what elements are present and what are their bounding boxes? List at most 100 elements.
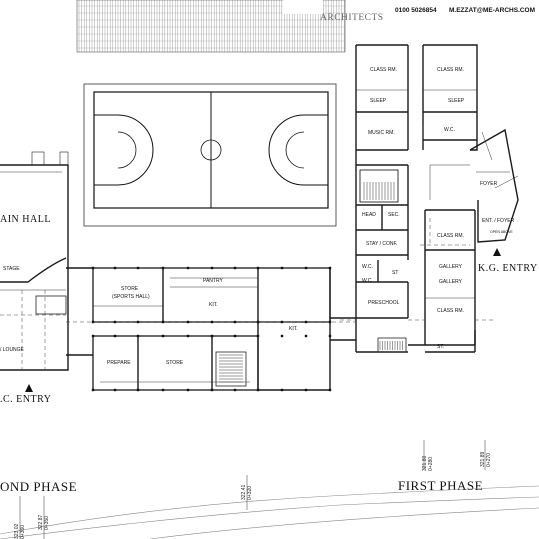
phone-number: 0100 5026854 [395,7,437,14]
store-sports-label: STORE [121,286,139,292]
store-sports-sub-label: (SPORTS HALL) [112,294,150,300]
column-dot [280,266,284,270]
main-hall-wing [0,151,69,392]
column-dot [210,388,214,392]
column-dot [210,320,214,324]
second-phase-label: OND PHASE [0,479,77,494]
entrance-foyer-label: ENT. / FOYER [482,218,515,224]
kitchen-2-label: KIT. [289,326,298,332]
station-1-chainage: 0+360 [20,525,26,539]
station-4-elevation: 321.80 [422,455,428,471]
column-dot [136,266,140,270]
column-dot [113,334,117,338]
column-dot [280,320,284,324]
stay-conf-label: STAY / CONF. [366,241,397,247]
preschool-label: PRESCHOOL [368,300,400,306]
column-dot [161,266,165,270]
open-above-label: OPEN ABOVE [490,230,513,234]
column-dot [328,320,332,324]
station-2-chainage: 0+350 [44,516,50,530]
site-contours [0,440,539,539]
column-dot [161,334,165,338]
column-dot [304,320,308,324]
column-dot [280,388,284,392]
email-address: M.EZZAT@ME-ARCHS.COM [449,7,535,14]
column-dot [161,320,165,324]
music-room-label: MUSIC RM. [368,130,395,136]
main-hall-label: AIN HALL [0,214,51,225]
basketball-court [83,83,337,227]
prepare-label: PREPARE [107,360,131,366]
column-dot [91,334,95,338]
pantry-label: PANTRY [203,278,223,284]
c-entry-label: .C. ENTRY [0,394,51,405]
first-phase-label: FIRST PHASE [398,478,483,493]
station-5-elevation: 321.89 [480,451,486,467]
store-2-label: ST. [437,344,444,350]
station-3-elevation: 322.41 [241,484,247,500]
column-dot [328,334,332,338]
column-dot [136,334,140,338]
column-dot [136,320,140,324]
column-dot [186,334,190,338]
store-3-label: STORE [166,360,184,366]
head-office-label: HEAD [362,212,376,218]
firm-name: ARCHITECTS [320,13,384,23]
wc-3-label: W.C. [362,278,373,284]
column-dot [136,388,140,392]
column-dot [113,388,117,392]
gallery-1-label: GALLERY [439,264,463,270]
column-dot [91,388,95,392]
column-dot [186,320,190,324]
column-dot [210,334,214,338]
station-5-chainage: 0+270 [486,453,492,467]
kitchen-1-label: KIT. [209,302,218,308]
column-dot [328,388,332,392]
column-dot [186,388,190,392]
column-dot [233,334,237,338]
class-room-1-label: CLASS RM. [370,67,397,73]
column-dot [304,388,308,392]
class-room-4-label: CLASS RM. [437,308,464,314]
column-dot [233,266,237,270]
foyer-label: FOYER [480,181,498,187]
wc-1-label: W.C. [444,127,455,133]
column-dot [280,334,284,338]
store-1-label: ST [392,270,398,276]
column-dot [233,320,237,324]
column-dot [256,388,260,392]
column-dot [256,334,260,338]
station-2-elevation: 322.87 [38,514,44,530]
secretary-label: SEC. [388,212,400,218]
column-dot [113,266,117,270]
station-4-chainage: 0+280 [428,457,434,471]
column-dot [256,266,260,270]
column-dot [113,320,117,324]
sports-kitchen-wing [66,267,356,391]
class-room-3-label: CLASS RM. [437,233,464,239]
lounge-label: / LOUNGE [0,347,25,353]
class-room-2-label: CLASS RM. [437,67,464,73]
top-hatched-block [76,0,346,53]
column-dot [304,266,308,270]
column-dot [233,388,237,392]
column-dot [91,320,95,324]
column-dot [186,266,190,270]
station-1-elevation: 323.02 [14,523,20,539]
wc-2-label: W.C. [362,264,373,270]
kg-wing [340,44,519,353]
column-dot [210,266,214,270]
sleep-room-2-label: SLEEP [448,98,465,104]
gallery-2-label: GALLERY [439,279,463,285]
column-dot [328,266,332,270]
column-dot [161,388,165,392]
column-dot [304,334,308,338]
column-dot [91,266,95,270]
kg-entry-label: K.G. ENTRY [478,263,538,274]
stage-label: STAGE [3,266,20,272]
column-grid [91,266,332,392]
station-3-chainage: 0+320 [247,486,253,500]
sleep-room-1-label: SLEEP [370,98,387,104]
column-dot [256,320,260,324]
